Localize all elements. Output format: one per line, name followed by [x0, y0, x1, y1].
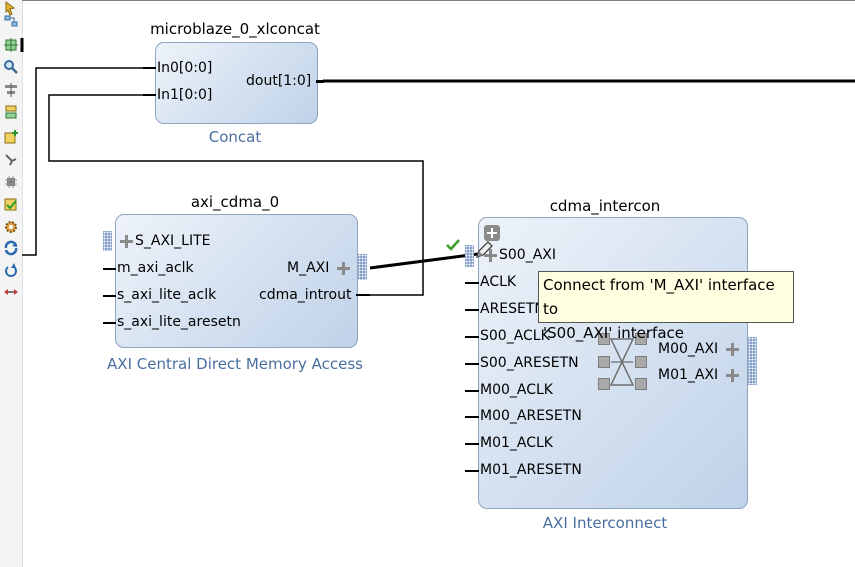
aresetn-port[interactable]: ARESETN — [480, 301, 545, 317]
m01-aresetn-pin[interactable] — [465, 470, 479, 472]
m01-aclk-port[interactable]: M01_ACLK — [480, 435, 553, 451]
s00-aclk-port[interactable]: S00_ACLK — [480, 328, 550, 344]
pencil-cursor-icon — [476, 241, 493, 258]
connection-ok-icon — [446, 239, 460, 251]
add-ip-icon[interactable] — [3, 0, 19, 16]
expand-icon[interactable] — [3, 284, 19, 300]
s00-axi-connector[interactable] — [465, 245, 474, 267]
m-axi-aclk-pin[interactable] — [103, 268, 116, 270]
m00-axi-expand-icon[interactable] — [726, 343, 739, 356]
zoom-icon[interactable] — [3, 59, 19, 75]
distribute-icon[interactable] — [3, 104, 19, 120]
aclk-pin[interactable] — [465, 282, 479, 284]
m01-axi-expand-icon[interactable] — [726, 369, 739, 382]
concat-block[interactable] — [155, 42, 318, 124]
intercon-block-name: cdma_intercon — [549, 197, 661, 215]
dout-pin[interactable] — [316, 80, 324, 83]
s-axi-lite-aclk-pin[interactable] — [103, 295, 116, 297]
tooltip-line-1: Connect from 'M_AXI' interface to — [543, 276, 775, 318]
concat-block-type: Concat — [208, 128, 262, 146]
select-icon[interactable] — [3, 152, 19, 168]
cdma-introut-pin[interactable] — [356, 294, 370, 296]
s00-axi-port[interactable]: S00_AXI — [499, 247, 556, 263]
connection-tooltip: Connect from 'M_AXI' interface to 'S00_A… — [538, 271, 794, 342]
aresetn-pin[interactable] — [465, 309, 479, 311]
refresh-icon[interactable] — [3, 240, 19, 256]
s00-aclk-pin[interactable] — [465, 336, 479, 338]
validate-icon[interactable] — [3, 197, 19, 213]
align-icon[interactable] — [3, 82, 19, 98]
m00-aclk-port[interactable]: M00_ACLK — [480, 382, 553, 398]
intercon-block[interactable] — [478, 217, 748, 509]
add-module-icon[interactable] — [3, 129, 19, 145]
in1-pin[interactable] — [143, 94, 156, 96]
m01-axi-port[interactable]: M01_AXI — [658, 367, 719, 383]
aclk-port[interactable]: ACLK — [480, 274, 517, 290]
diagram-toolbar — [0, 0, 23, 567]
s-axi-lite-aresetn-port[interactable]: s_axi_lite_aresetn — [117, 314, 241, 330]
in0-pin[interactable] — [143, 67, 156, 69]
dout-port[interactable]: dout[1:0] — [246, 73, 312, 89]
m00-axi-port[interactable]: M00_AXI — [658, 341, 719, 357]
s-axi-lite-connector[interactable] — [103, 231, 112, 251]
m00-aclk-pin[interactable] — [465, 390, 479, 392]
cdma-block-type: AXI Central Direct Memory Access — [107, 355, 363, 373]
concat-block-name: microblaze_0_xlconcat — [150, 20, 320, 38]
m-axi-connector[interactable] — [358, 254, 367, 280]
m00-aresetn-port[interactable]: M00_ARESETN — [480, 408, 582, 424]
m00-aresetn-pin[interactable] — [465, 416, 479, 418]
m-axi-expand-icon[interactable] — [337, 262, 350, 275]
s-axi-lite-port[interactable]: S_AXI_LITE — [135, 233, 211, 249]
m-axi-port[interactable]: M_AXI — [287, 260, 330, 276]
tooltip-line-2: 'S00_AXI' interface — [543, 324, 684, 342]
s00-aresetn-pin[interactable] — [465, 363, 479, 365]
m01-aresetn-port[interactable]: M01_ARESETN — [480, 462, 582, 478]
s00-aresetn-port[interactable]: S00_ARESETN — [480, 355, 579, 371]
in1-port[interactable]: In1[0:0] — [157, 87, 213, 103]
cdma-introut-port[interactable]: cdma_introut — [259, 287, 352, 303]
m01-aclk-pin[interactable] — [465, 443, 479, 445]
cdma-block[interactable] — [115, 214, 358, 348]
fit-icon[interactable] — [3, 37, 19, 53]
collapse-block-icon[interactable] — [484, 225, 500, 241]
cdma-block-name: axi_cdma_0 — [190, 193, 280, 211]
master-axi-connector[interactable] — [748, 337, 757, 385]
m-axi-aclk-port[interactable]: m_axi_aclk — [117, 260, 194, 276]
s-axi-lite-aresetn-pin[interactable] — [103, 322, 116, 324]
s00-axi-expand-icon[interactable] — [484, 249, 497, 262]
settings-icon[interactable] — [3, 219, 19, 235]
s-axi-lite-expand-icon[interactable] — [120, 235, 133, 248]
rotate-icon[interactable] — [3, 262, 19, 278]
cpu-icon[interactable] — [3, 174, 19, 190]
intercon-block-type: AXI Interconnect — [542, 514, 668, 532]
s-axi-lite-aclk-port[interactable]: s_axi_lite_aclk — [117, 287, 217, 303]
in0-port[interactable]: In0[0:0] — [157, 60, 213, 76]
route-icon[interactable] — [3, 13, 19, 29]
